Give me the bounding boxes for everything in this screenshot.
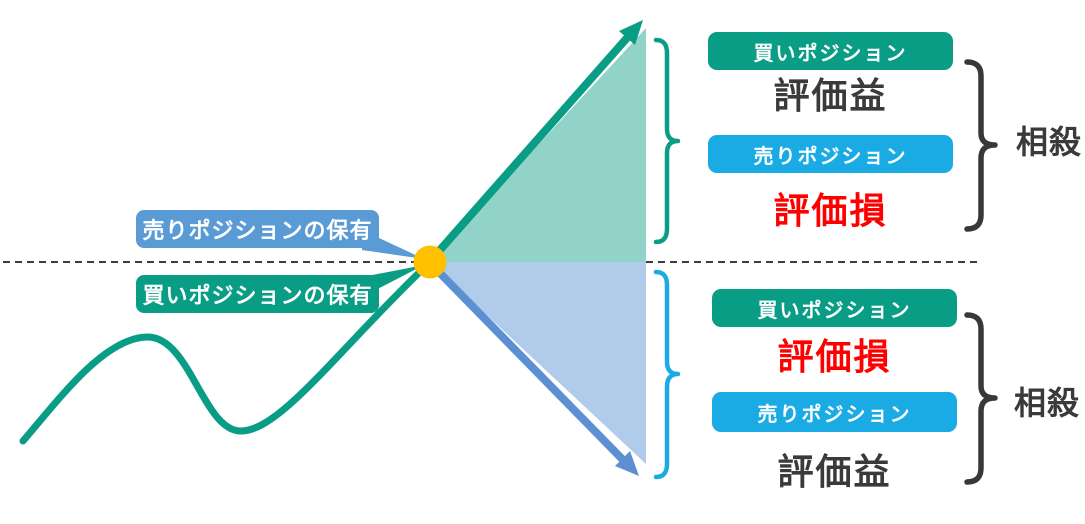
callout-sell-position-holding: 売りポジションの保有 [136, 210, 379, 248]
top-buy-result-gain: 評価益 [773, 75, 888, 116]
upside-brace [653, 37, 681, 245]
price-up-arrow-head [619, 20, 643, 45]
price-up-arrow-shaft [429, 27, 637, 262]
callout-buy-position-holding: 買いポジションの保有 [136, 275, 379, 313]
top-sell-position-badge: 売りポジション [708, 135, 953, 173]
price-down-arrow-shaft [429, 262, 632, 469]
current-price-dot [413, 245, 447, 279]
offset-brace-bottom [964, 312, 998, 485]
bottom-sell-position-badge: 売りポジション [712, 392, 957, 432]
top-offset-label: 相殺 [1016, 124, 1083, 160]
top-buy-position-badge: 買いポジション [708, 32, 953, 70]
bottom-sell-result-gain: 評価益 [777, 451, 892, 492]
offset-brace-top [964, 59, 998, 232]
price-curve [19, 260, 432, 445]
bottom-buy-result-loss: 評価損 [777, 336, 892, 377]
top-sell-result-loss: 評価損 [773, 190, 888, 231]
downside-brace [653, 269, 681, 480]
bottom-offset-label: 相殺 [1014, 385, 1081, 421]
bottom-buy-position-badge: 買いポジション [712, 289, 957, 327]
price-down-arrow-head [615, 451, 639, 476]
